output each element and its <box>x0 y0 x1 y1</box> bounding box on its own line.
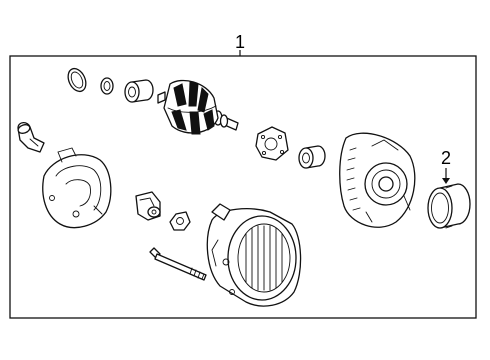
rear-cover-part <box>42 147 112 229</box>
pulley-part <box>427 183 471 229</box>
bearing-rotor-part <box>124 79 154 103</box>
rear-housing-part <box>339 132 416 228</box>
assembly-frame <box>9 55 477 319</box>
washer-part <box>100 77 114 95</box>
terminal-insulator-part <box>17 121 45 153</box>
nut-part <box>169 211 191 231</box>
callout-2-label: 2 <box>441 148 451 168</box>
callout-1-label: 1 <box>235 32 245 52</box>
rotor-part <box>157 79 239 135</box>
bearing-rear-part <box>298 145 326 169</box>
plate-part <box>255 126 289 161</box>
front-housing-part <box>206 203 302 307</box>
through-bolt-part <box>149 247 207 281</box>
callout-2-arrow <box>442 168 450 184</box>
brush-holder-part <box>135 191 161 221</box>
seal-ring-part <box>67 67 87 93</box>
